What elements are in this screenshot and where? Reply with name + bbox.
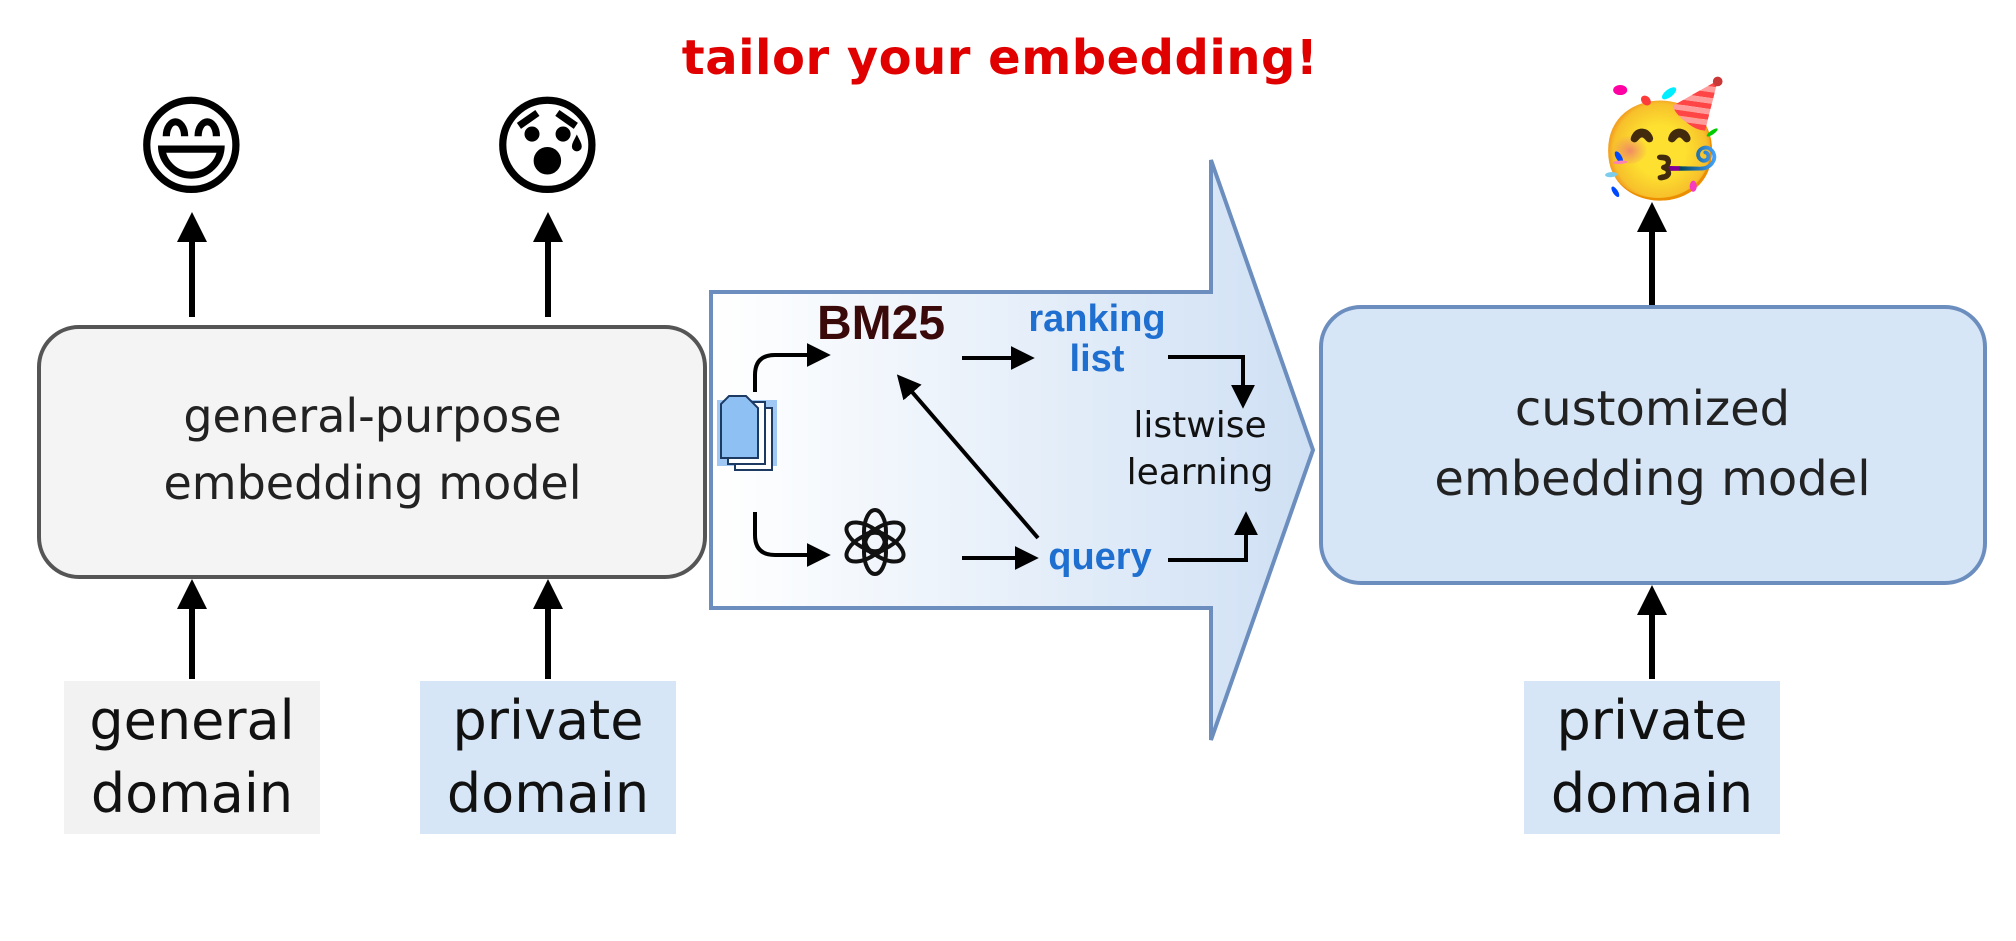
listwise-line2: learning <box>1126 451 1274 493</box>
arrow-docs-to-bm25 <box>753 343 831 392</box>
private-domain-left-line1: private <box>452 688 644 752</box>
private-domain-label-right: private domain <box>1524 681 1780 834</box>
customized-model-box <box>1319 305 1987 585</box>
query-label: query <box>1048 536 1152 578</box>
happy-face-icon: 😄 <box>134 83 249 211</box>
arrow-query-to-bm25 <box>896 374 1040 540</box>
customized-model-label-line1: customized <box>1514 381 1791 437</box>
general-model-label-line2: embedding model <box>163 455 582 510</box>
general-domain-box <box>64 681 320 834</box>
private-domain-right-line2: domain <box>1550 761 1754 825</box>
general-model-label: general-purpose embedding model <box>60 383 685 516</box>
party-face-icon: 🥳 <box>1592 75 1729 203</box>
documents-icon <box>717 395 777 471</box>
arrow-ranking-to-listwise <box>1168 355 1255 409</box>
general-model-box <box>37 325 707 579</box>
private-domain-box-right <box>1524 681 1780 834</box>
general-domain-line1: general <box>89 688 295 752</box>
ranking-list-label: ranking list <box>1022 298 1172 380</box>
ranking-list-line1: ranking <box>1028 298 1166 340</box>
listwise-learning-label: listwise learning <box>1120 403 1280 497</box>
arrow-query-to-listwise <box>1168 511 1258 562</box>
ranking-list-line2: list <box>1069 337 1125 380</box>
private-domain-box-left <box>420 681 676 834</box>
diagram-title: tailor your embedding! <box>681 30 1319 86</box>
big-process-arrow <box>709 159 1316 741</box>
listwise-line1: listwise <box>1133 405 1267 446</box>
private-domain-left-line2: domain <box>446 761 650 825</box>
private-domain-right-line1: private <box>1556 688 1748 752</box>
general-domain-line2: domain <box>90 761 294 825</box>
arrow-docs-to-llm <box>753 512 831 567</box>
general-model-label-line1: general-purpose <box>183 389 562 443</box>
customized-model-label-line2: embedding model <box>1434 450 1871 507</box>
general-domain-label: general domain <box>64 681 320 834</box>
openai-logo-icon <box>844 508 906 576</box>
bm25-label: BM25 <box>817 297 946 350</box>
private-domain-label-left: private domain <box>420 681 676 834</box>
worried-face-icon: 😰 <box>490 83 605 211</box>
customized-model-label: customized embedding model <box>1330 375 1975 514</box>
